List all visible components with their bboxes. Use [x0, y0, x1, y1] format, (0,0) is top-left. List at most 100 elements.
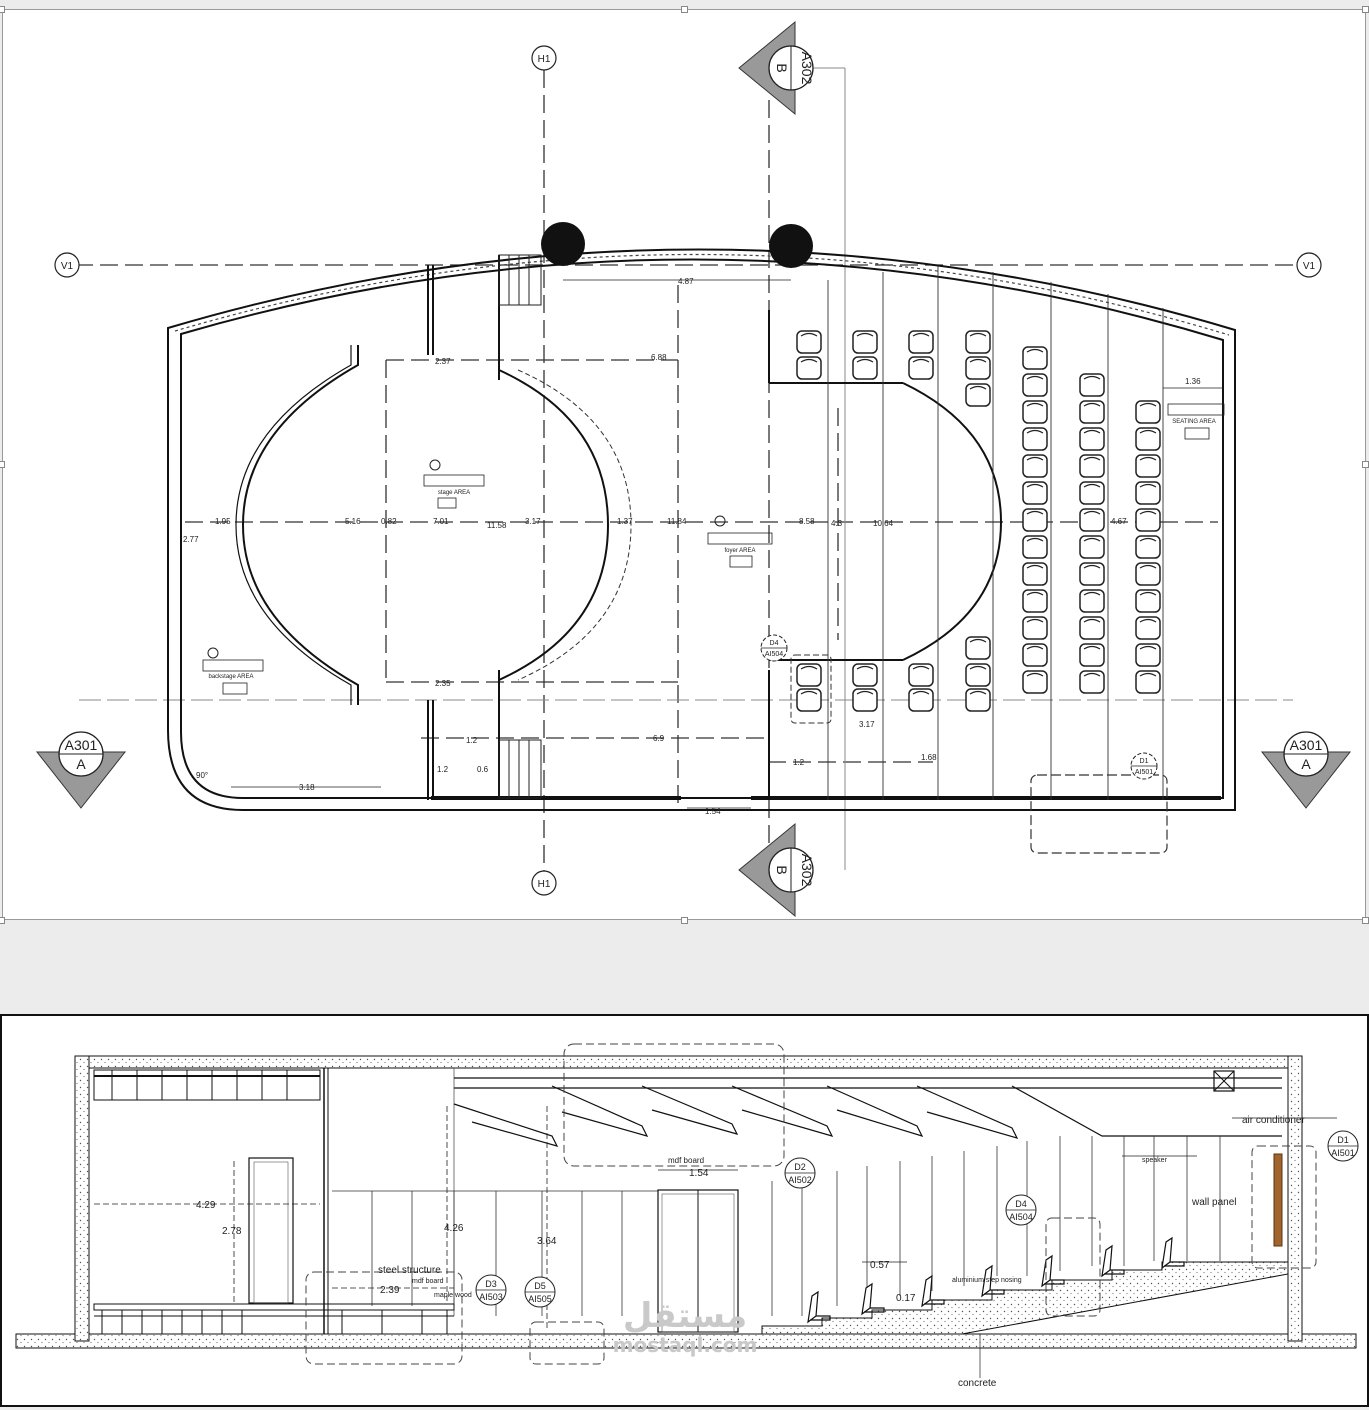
dim-bottom-door: 3.18 [299, 783, 315, 792]
section-sheet-text: A301 [65, 737, 98, 753]
section-callout-d1: D1 AI501 [1327, 1130, 1359, 1162]
callout-ref: AI501 [1331, 1148, 1355, 1158]
section-sheet-text: A301 [1290, 737, 1323, 753]
callout-id: D3 [485, 1279, 497, 1289]
watermark-latin: mostaql.com [612, 1333, 758, 1357]
dim-lower-d: 6.9 [653, 734, 665, 743]
dim-lower-a: 1.2 [466, 736, 478, 745]
dim-c2: 0.82 [381, 517, 397, 526]
section-letter-text: A [76, 756, 86, 772]
dim-left-edge: 1.95 [215, 517, 231, 526]
dim-lower-b: 1.2 [437, 765, 449, 774]
watermark: مستقل mostaql.com [600, 1298, 770, 1356]
dim-left-side: 2.77 [183, 535, 199, 544]
section-callout-d4: D4 AI504 [1005, 1194, 1037, 1226]
label-steel-structure: steel structure [378, 1265, 441, 1276]
callout-ref: AI502 [788, 1175, 812, 1185]
grid-tag-text: V1 [1303, 261, 1316, 272]
section-callout-d3: D3 AI503 [475, 1274, 507, 1306]
dim-c8: 8.58 [799, 517, 815, 526]
dim-stage-top: 2.37 [435, 357, 451, 366]
watermark-arabic: مستقل [622, 1296, 748, 1336]
dim-seat-width: 0.57 [870, 1260, 890, 1271]
dim-c10: 10.64 [873, 519, 894, 528]
dim-c3: 7.01 [433, 517, 449, 526]
dim-seat-offset: 1.36 [1185, 377, 1201, 386]
resize-handle-top-mid[interactable] [681, 6, 688, 13]
callout-ref: AI505 [528, 1294, 552, 1304]
resize-handle-bottom-right[interactable] [1362, 917, 1369, 924]
resize-handle-mid-right[interactable] [1362, 461, 1369, 468]
resize-handle-mid-left[interactable] [0, 461, 5, 468]
section-letter-text: A [1301, 756, 1311, 772]
dim-c1: 5.16 [345, 517, 361, 526]
grid-bubble-v1-right: V1 [1296, 252, 1322, 278]
section-letter-text: B [774, 63, 790, 72]
label-air-conditioner: air conditioner [1242, 1115, 1305, 1126]
dim-angle: 90° [196, 771, 208, 780]
dim-c7: 11.84 [667, 517, 687, 526]
seat-rows [796, 330, 1161, 712]
callout-id: D1 [1140, 758, 1149, 765]
area-label-stage: stage AREA [438, 490, 470, 496]
grid-bubble-h1-bottom: H1 [531, 870, 557, 896]
resize-handle-top-right[interactable] [1362, 6, 1369, 13]
section-marker-a-right: A301 A [1260, 731, 1352, 809]
plan-callout-d4: D4 AI504 [760, 634, 788, 662]
callout-id: D2 [794, 1162, 806, 1172]
dim-c11: 4.67 [1111, 517, 1127, 526]
label-mdf-board-top: mdf board [668, 1156, 704, 1165]
dim-stage-bottom: 2.35 [435, 679, 451, 688]
label-wall-panel: wall panel [1191, 1197, 1236, 1208]
label-speaker: speaker [1142, 1157, 1168, 1164]
grid-bubble-h1-top: H1 [531, 45, 557, 71]
area-label-foyer: foyer AREA [724, 548, 755, 554]
dim-lower-f: 1.2 [793, 758, 805, 767]
area-label-backstage: backstage AREA [208, 674, 253, 680]
section-callout-d2: D2 AI502 [784, 1157, 816, 1189]
dim-right-height: 3.64 [537, 1236, 557, 1247]
section-marker-a-left: A301 A [35, 731, 127, 809]
callout-ref: AI503 [479, 1292, 503, 1302]
resize-handle-top-left[interactable] [0, 6, 5, 13]
section-panel: 4.29 2.78 4.26 3.64 1.54 0.57 0.17 2.39 … [0, 1014, 1369, 1407]
area-tag-foyer: foyer AREA [707, 515, 773, 568]
callout-id: D4 [1015, 1199, 1027, 1209]
grid-tag-text: H1 [538, 54, 551, 65]
dim-c4: 11.58 [487, 521, 507, 530]
dim-lower-c: 0.6 [477, 765, 489, 774]
dim-step-height: 0.17 [896, 1293, 916, 1304]
grid-bubble-v1-left: V1 [54, 252, 80, 278]
dim-c5: 3.17 [525, 517, 541, 526]
callout-id: D4 [770, 640, 779, 647]
dim-lower-g: 3.17 [859, 720, 875, 729]
label-mdf-board-low: mdf board [412, 1278, 444, 1285]
dim-room-height: 4.29 [196, 1200, 216, 1211]
label-maple-wood: maple wood [434, 1292, 472, 1299]
callout-ref: AI504 [765, 651, 783, 658]
section-letter-text: B [774, 865, 790, 874]
callout-ref: AI501 [1135, 769, 1153, 776]
callout-id: D1 [1337, 1135, 1349, 1145]
area-tag-seating: SEATING AREA [1167, 403, 1225, 440]
callout-id: D5 [534, 1281, 546, 1291]
section-sheet-text: A302 [799, 854, 815, 887]
dim-lower-e: 1.54 [705, 807, 721, 816]
dim-c6: 1.37 [617, 517, 633, 526]
area-label-seating: SEATING AREA [1172, 419, 1216, 425]
section-marker-b-bottom: A302 B [738, 822, 815, 918]
section-marker-b-top: A302 B [738, 20, 815, 116]
area-tag-stage: stage AREA [423, 459, 485, 509]
grid-tag-text: H1 [538, 879, 551, 890]
floor-plan-panel: H1 H1 V1 V1 A301 A A301 A A302 B A302 [2, 9, 1366, 920]
resize-handle-bottom-left[interactable] [0, 917, 5, 924]
dim-mid-height: 4.26 [444, 1223, 464, 1234]
section-drawing: 4.29 2.78 4.26 3.64 1.54 0.57 0.17 2.39 … [15, 1043, 1359, 1389]
dim-top-opening: 4.87 [678, 277, 694, 286]
resize-handle-bottom-mid[interactable] [681, 917, 688, 924]
dim-door-width: 1.54 [689, 1168, 709, 1179]
label-aluminium-nosing: aluminium step nosing [952, 1277, 1022, 1284]
floor-plan-drawing: H1 H1 V1 V1 A301 A A301 A A302 B A302 [35, 20, 1352, 918]
plan-callout-d1: D1 AI501 [1130, 752, 1158, 780]
dim-top-mid: 6.88 [651, 353, 667, 362]
